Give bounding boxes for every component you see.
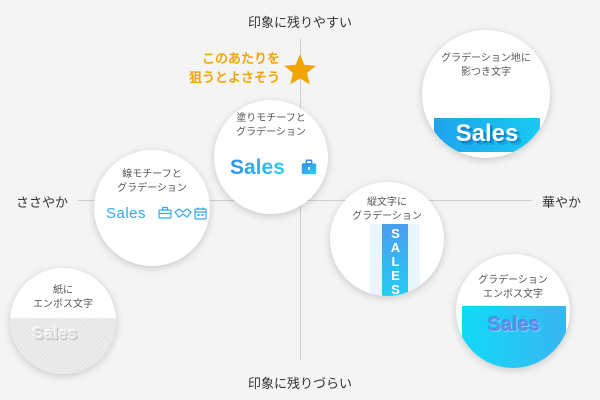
card-caption: グラデーション地に 影つき文字 [422, 52, 550, 80]
sample-text: SALES [388, 226, 403, 296]
axis-label-right: 華やか [542, 196, 582, 211]
star-icon [284, 54, 316, 85]
card-line-motif: 線モチーフと グラデーション Sales [94, 150, 210, 266]
calendar-icon [194, 207, 207, 220]
target-line-2: 狙うとよさそう [188, 71, 280, 86]
sample-text: Sales [32, 324, 78, 343]
sample-text: Sales [106, 205, 147, 222]
card-caption: 縦文字に グラデーション [330, 196, 444, 224]
line-icons [158, 206, 207, 220]
caption-line-1: 紙に [53, 285, 73, 296]
caption-line-2: グラデーション [352, 211, 422, 222]
caption-line-2: エンボス文字 [33, 299, 93, 310]
caption-line-1: グラデーション地に [441, 53, 531, 64]
card-caption: グラデーション エンボス文字 [456, 274, 570, 302]
caption-line-1: 塗りモチーフと [236, 113, 306, 124]
caption-line-2: 影つき文字 [461, 67, 511, 78]
caption-line-2: グラデーション [117, 183, 187, 194]
target-line-1: このあたりを [201, 52, 280, 67]
briefcase-icon [301, 159, 317, 175]
card-paper-emboss: 紙に エンボス文字 Sales [10, 268, 116, 374]
card-gradient-emboss: グラデーション エンボス文字 Sales [456, 254, 570, 368]
caption-line-1: 線モチーフと [122, 169, 182, 180]
card-vertical-text: 縦文字に グラデーション SALES [330, 182, 444, 296]
sample-panel: Sales [434, 118, 540, 152]
vertical-sample: SALES [382, 224, 408, 296]
caption-line-2: エンボス文字 [483, 289, 543, 300]
sample-text: Sales [455, 120, 519, 147]
sample-text: Sales [487, 314, 541, 336]
caption-line-2: グラデーション [236, 127, 306, 138]
target-annotation: このあたりを 狙うとよさそう [150, 50, 280, 88]
card-caption: 塗りモチーフと グラデーション [214, 112, 328, 140]
sample-panel: Sales [462, 306, 566, 368]
axis-label-bottom: 印象に残りづらい [247, 377, 353, 392]
card-fill-motif: 塗りモチーフと グラデーション Sales [214, 100, 328, 214]
card-gradient-shadow-text: グラデーション地に 影つき文字 Sales [422, 30, 550, 158]
paper-texture: Sales [10, 318, 116, 374]
sample-text: Sales [230, 156, 285, 179]
caption-line-1: 縦文字に [367, 197, 407, 208]
handshake-icon [174, 208, 192, 218]
caption-line-1: グラデーション [478, 275, 548, 286]
axis-label-left: ささやか [16, 196, 69, 211]
axis-label-top: 印象に残りやすい [247, 16, 353, 31]
briefcase-icon [158, 206, 172, 219]
card-caption: 線モチーフと グラデーション [94, 168, 210, 196]
card-caption: 紙に エンボス文字 [10, 284, 116, 312]
